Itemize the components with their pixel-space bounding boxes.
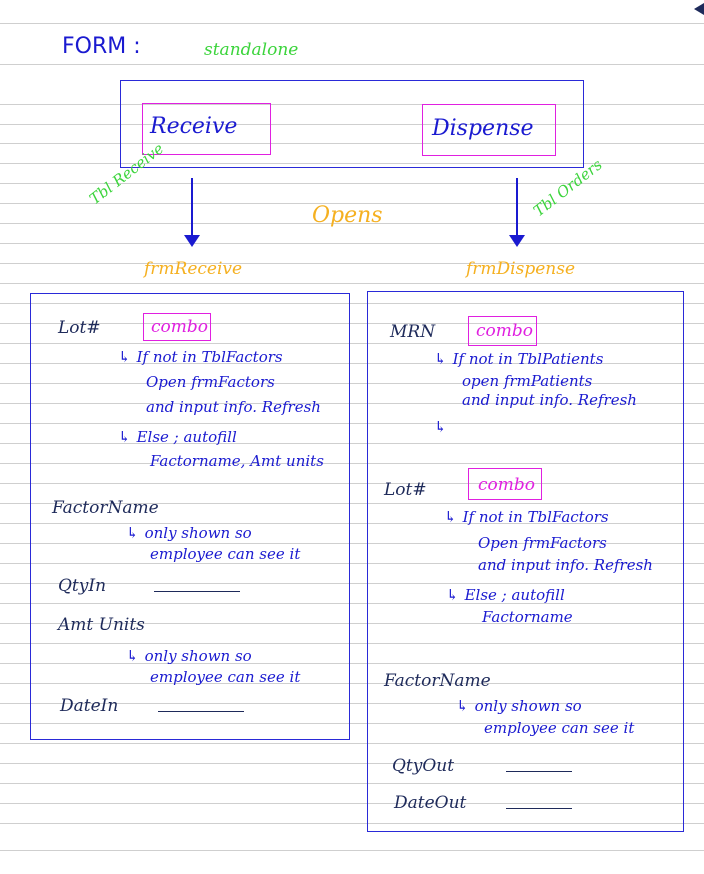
receive-lot-combo-box[interactable] <box>143 313 211 341</box>
dispense-mrn-combo: combo <box>476 321 533 341</box>
right-arrow-head <box>509 235 525 247</box>
receive-amt-note-2: employee can see it <box>150 668 301 686</box>
arrow-bullet-icon: ↳ <box>444 508 457 526</box>
form-label: FORM : <box>62 34 141 59</box>
right-arrow-shaft <box>516 178 518 236</box>
dispense-lot-note-3: and input info. Refresh <box>478 556 653 574</box>
left-arrow-shaft <box>191 178 193 236</box>
dispense-lot-combo: combo <box>478 475 535 495</box>
dispense-factor-label: FactorName <box>384 671 491 691</box>
form-type: standalone <box>204 40 299 60</box>
arrow-bullet-icon: ↳ <box>126 647 139 665</box>
receive-lot-note-2: Open frmFactors <box>146 373 275 391</box>
receive-lot-note-3: and input info. Refresh <box>146 398 321 416</box>
arrow-bullet-icon: ↳ <box>126 524 139 542</box>
receive-amt-note-1: ↳only shown so <box>126 647 252 665</box>
left-form-name: frmReceive <box>144 259 243 279</box>
arrow-bullet-icon: ↳ <box>118 348 131 366</box>
right-form-name: frmDispense <box>466 259 576 279</box>
receive-qty-field[interactable] <box>154 581 241 592</box>
dispense-qty-label: QtyOut <box>392 756 573 776</box>
receive-box <box>142 103 271 155</box>
dispense-mrn-combo-box[interactable] <box>468 316 537 346</box>
speaker-icon <box>688 0 704 15</box>
receive-qty-label: QtyIn <box>58 576 241 596</box>
dispense-date-field[interactable] <box>506 798 573 809</box>
arrow-bullet-icon: ↳ <box>434 418 447 436</box>
dispense-date-label: DateOut <box>394 793 573 813</box>
receive-factor-note-1: ↳only shown so <box>126 524 252 542</box>
receive-form-box <box>30 293 350 740</box>
dispense-lot-else-1: ↳Else ; autofill <box>446 586 565 604</box>
dispense-label: Dispense <box>432 116 534 141</box>
receive-date-label: DateIn <box>60 696 245 716</box>
arrow-bullet-icon: ↳ <box>434 350 447 368</box>
dispense-mrn-note-3: and input info. Refresh <box>462 391 637 409</box>
receive-lot-note-1: ↳If not in TblFactors <box>118 348 283 366</box>
dispense-factor-note-2: employee can see it <box>484 719 635 737</box>
receive-lot-label: Lot# <box>58 318 101 338</box>
dispense-mrn-note-2: open frmPatients <box>462 372 593 390</box>
receive-lot-combo: combo <box>151 317 208 337</box>
dispense-box <box>422 104 556 156</box>
dispense-mrn-note-1: ↳If not in TblPatients <box>434 350 604 368</box>
receive-lot-else-1: ↳Else ; autofill <box>118 428 237 446</box>
receive-factor-label: FactorName <box>52 498 159 518</box>
arrow-bullet-icon: ↳ <box>118 428 131 446</box>
dispense-lot-note-2: Open frmFactors <box>478 534 607 552</box>
dispense-lot-else-2: Factorname <box>482 608 573 626</box>
opens-label: Opens <box>312 203 383 228</box>
receive-lot-else-2: Factorname, Amt units <box>150 452 324 470</box>
arrow-bullet-icon: ↳ <box>456 697 469 715</box>
dispense-empty-bullet: ↳ <box>434 418 453 436</box>
dispense-lot-label: Lot# <box>384 480 427 500</box>
dispense-lot-combo-box[interactable] <box>468 468 542 500</box>
left-arrow-head <box>184 235 200 247</box>
dispense-lot-note-1: ↳If not in TblFactors <box>444 508 609 526</box>
receive-label: Receive <box>150 114 238 139</box>
dispense-mrn-label: MRN <box>390 322 436 342</box>
receive-date-field[interactable] <box>158 701 245 712</box>
top-box <box>120 80 584 168</box>
dispense-qty-field[interactable] <box>506 761 573 772</box>
receive-amt-label: Amt Units <box>58 615 145 635</box>
dispense-form-box <box>367 291 684 832</box>
arrow-bullet-icon: ↳ <box>446 586 459 604</box>
receive-factor-note-2: employee can see it <box>150 545 301 563</box>
dispense-factor-note-1: ↳only shown so <box>456 697 582 715</box>
